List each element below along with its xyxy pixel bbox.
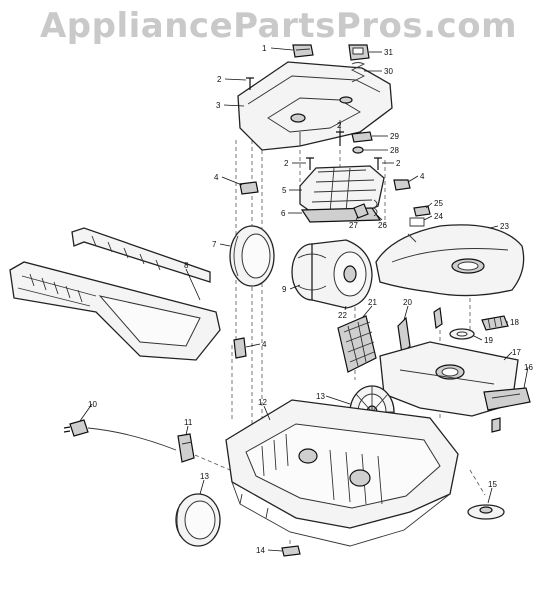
- callout-11: 11: [184, 418, 193, 427]
- callout-14: 14: [256, 546, 265, 555]
- watermark-text: AppliancePartsPros.com: [39, 6, 517, 46]
- wheel-part-13-lower: [175, 493, 221, 547]
- clips-part-4: [233, 179, 411, 359]
- filter-part-21: [337, 315, 377, 373]
- callout-1: 1: [262, 44, 267, 53]
- spring-part-26: [373, 199, 378, 217]
- top-clip-part-1: [292, 44, 314, 58]
- callout-3: 3: [216, 101, 221, 110]
- callout-2a: 2: [217, 75, 222, 84]
- pedal-part-14: [281, 545, 301, 557]
- callout-17: 17: [512, 348, 521, 357]
- callout-18: 18: [510, 318, 519, 327]
- callout-4b: 4: [420, 172, 425, 181]
- switch-part-31: [348, 44, 370, 61]
- callout-24: 24: [434, 212, 443, 221]
- callout-6: 6: [281, 209, 286, 218]
- fan-ring-part-7: [229, 225, 275, 287]
- bag-cover-part-23: [375, 224, 525, 297]
- caster-part-15: [467, 504, 505, 520]
- top-housing-part-3: [237, 61, 393, 151]
- callout-16: 16: [524, 363, 533, 372]
- cord-hook-part-11: [177, 433, 195, 463]
- callout-20: 20: [403, 298, 412, 307]
- filter-part-18: [481, 315, 509, 331]
- motor-part-9: [291, 239, 373, 309]
- callout-28: 28: [390, 146, 399, 155]
- cord-clip-part-20: [397, 306, 443, 356]
- callout-4a: 4: [214, 173, 219, 182]
- callout-15: 15: [488, 480, 497, 489]
- callout-4c: 4: [262, 340, 267, 349]
- callout-2c: 2: [284, 159, 289, 168]
- callout-30: 30: [384, 67, 393, 76]
- callout-12: 12: [258, 398, 267, 407]
- callout-25: 25: [434, 199, 443, 208]
- power-cord-part-10: [63, 419, 177, 451]
- leader-lines: [79, 47, 529, 552]
- callout-13b: 13: [200, 472, 209, 481]
- base-housing-part-12: [225, 399, 459, 547]
- bracket-part-16: [483, 387, 531, 433]
- callout-21: 21: [368, 298, 377, 307]
- callout-labels: 1 2 3 31 30 2 29 28 2 2 4 5 4 6 27 26 25…: [88, 44, 533, 555]
- callout-27: 27: [349, 221, 358, 230]
- callout-5: 5: [282, 186, 287, 195]
- callout-13a: 13: [316, 392, 325, 401]
- callout-7: 7: [212, 240, 217, 249]
- callout-23: 23: [500, 222, 509, 231]
- motor-plate-part-6: [300, 207, 382, 223]
- motor-cover-part-5: [299, 165, 385, 215]
- callout-29: 29: [390, 132, 399, 141]
- callout-8: 8: [184, 261, 189, 270]
- callout-10: 10: [88, 400, 97, 409]
- nut-part-28: [352, 146, 364, 154]
- callout-22: 22: [338, 311, 347, 320]
- spring-part-24: [409, 217, 425, 227]
- gasket-part-19: [449, 328, 475, 340]
- callout-26: 26: [378, 221, 387, 230]
- button-part-25: [413, 205, 431, 217]
- spring-part-30: [350, 62, 366, 83]
- handle-frame-part-8: [9, 227, 221, 361]
- callout-31: 31: [384, 48, 393, 57]
- callout-19: 19: [484, 336, 493, 345]
- bracket-part-29: [351, 131, 373, 143]
- callout-2d: 2: [396, 159, 401, 168]
- latch-part-27: [353, 203, 369, 219]
- callout-2b: 2: [337, 121, 342, 130]
- callout-9: 9: [282, 285, 287, 294]
- screws-part-2: [246, 77, 382, 170]
